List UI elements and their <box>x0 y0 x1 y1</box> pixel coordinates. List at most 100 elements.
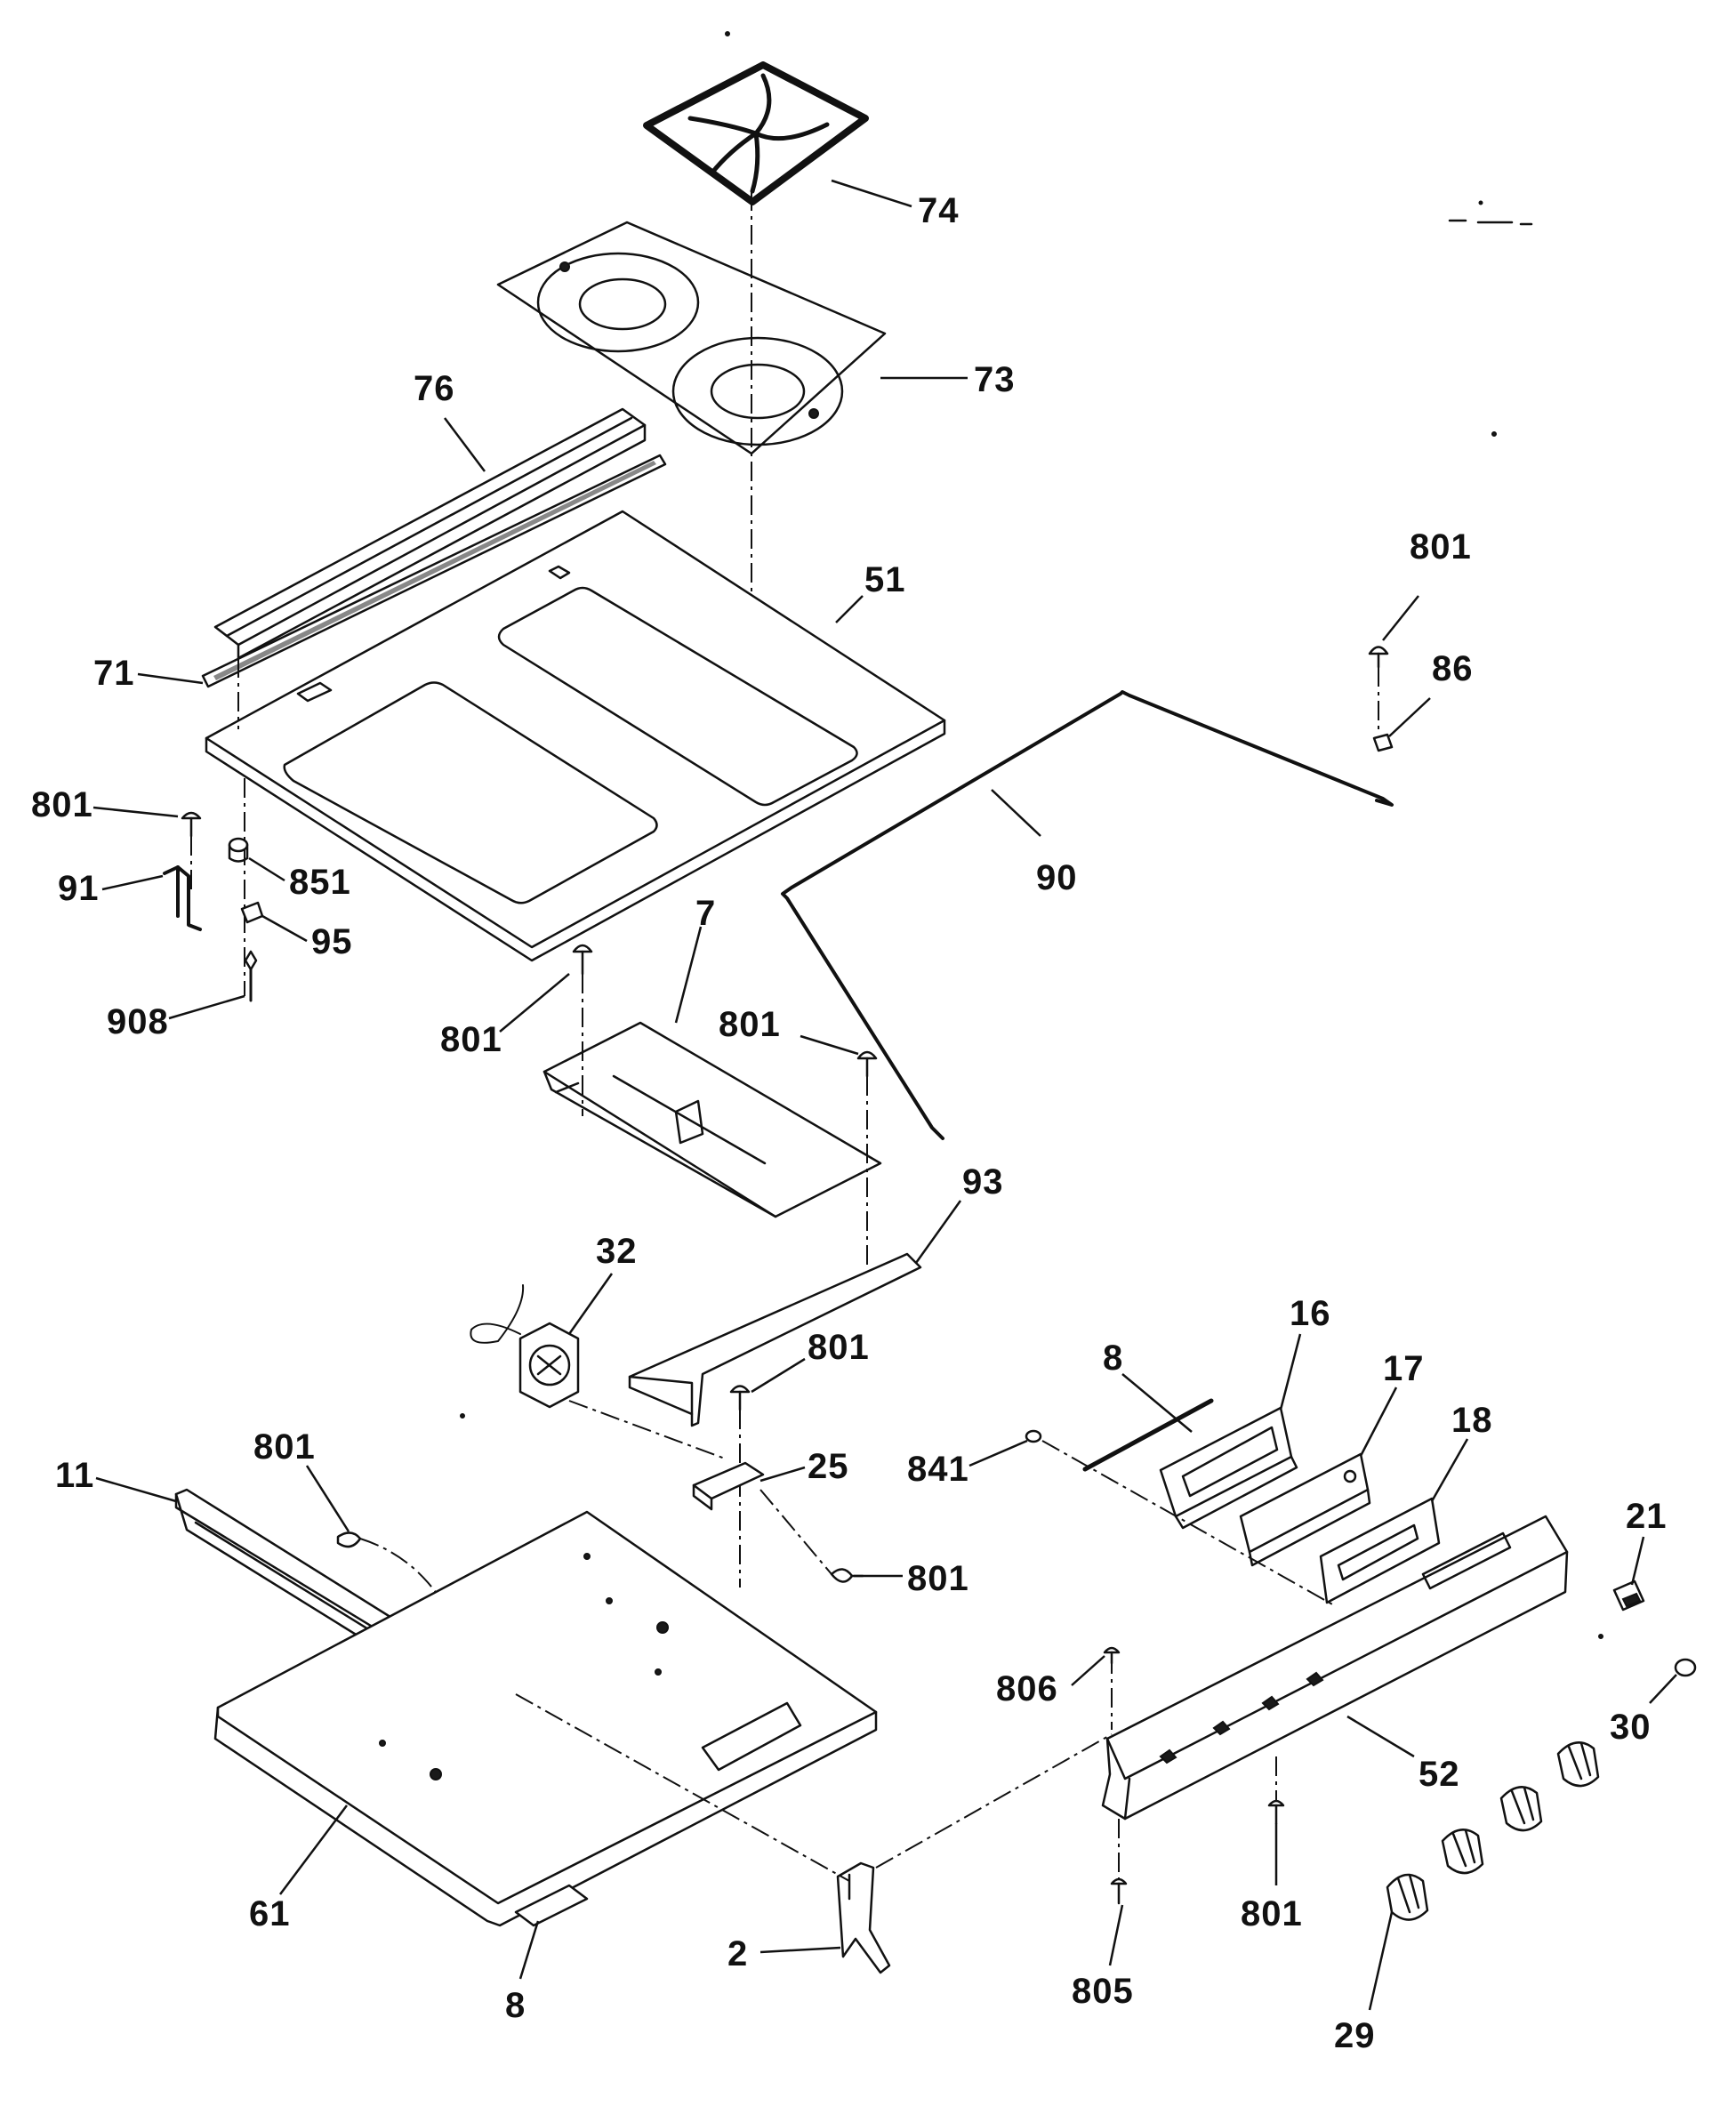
leader-21 <box>1630 1536 1645 1586</box>
leader-841 <box>968 1439 1028 1467</box>
label-86: 86 <box>1432 649 1474 688</box>
burner-box-part <box>496 221 887 455</box>
label-95: 95 <box>311 922 353 961</box>
module-17-part <box>1239 1452 1371 1567</box>
label-32: 32 <box>596 1232 638 1271</box>
label-806: 806 <box>996 1669 1058 1708</box>
bracket-25-to-screw-centerline <box>760 1489 832 1575</box>
screw-top-right-part <box>1368 646 1389 669</box>
bracket-91-part <box>163 865 202 931</box>
switch-21-part <box>1612 1580 1645 1612</box>
leader-908 <box>168 994 245 1020</box>
label-74: 74 <box>918 191 960 230</box>
panel-7-part <box>542 1021 882 1218</box>
leader-95 <box>261 914 308 943</box>
fan-32-part <box>470 1284 580 1409</box>
end-cap-2-part <box>836 1861 891 1974</box>
leader-801-p7r <box>800 1034 859 1056</box>
label-2: 2 <box>727 1934 748 1973</box>
leader-61 <box>279 1805 348 1895</box>
leader-8-top <box>1121 1373 1193 1433</box>
leader-71 <box>137 672 204 685</box>
end-cap-panel-centerline <box>875 1733 1113 1869</box>
label-801-fan: 801 <box>808 1328 870 1367</box>
label-76: 76 <box>414 369 455 408</box>
gasket-part <box>201 454 667 688</box>
overlay-18-part <box>1319 1497 1441 1604</box>
leader-30 <box>1649 1674 1677 1704</box>
leader-51 <box>835 595 864 623</box>
label-16: 16 <box>1290 1294 1331 1333</box>
screw-panel-bottom-part <box>1267 1799 1285 1825</box>
label-801-tl: 801 <box>31 785 93 824</box>
label-29: 29 <box>1334 2016 1376 2055</box>
retainer-nut-part <box>228 837 249 863</box>
module-16-part <box>1159 1406 1298 1530</box>
label-908: 908 <box>107 1002 169 1041</box>
label-801-tr: 801 <box>1410 527 1472 567</box>
clip-86-part <box>1372 733 1394 752</box>
screw-fan-part <box>729 1385 751 1411</box>
label-801-p7l: 801 <box>440 1020 502 1059</box>
leader-90 <box>991 789 1041 837</box>
leader-11 <box>95 1476 177 1503</box>
screw-805-part <box>1110 1877 1128 1905</box>
label-11: 11 <box>55 1456 94 1495</box>
leader-52 <box>1346 1715 1415 1758</box>
leader-801-rail <box>305 1465 350 1532</box>
cooktop-part <box>205 510 946 962</box>
leader-76 <box>444 417 486 472</box>
leader-18 <box>1430 1438 1469 1502</box>
leader-16 <box>1279 1333 1302 1411</box>
label-21: 21 <box>1626 1497 1668 1536</box>
screw-top-left-part <box>181 811 202 838</box>
leader-806 <box>1071 1655 1105 1686</box>
leader-2 <box>760 1946 841 1954</box>
end-cap-centerline <box>515 1693 850 1882</box>
manifold-panel-52-part <box>1101 1515 1569 1821</box>
leader-801-fan <box>751 1357 806 1394</box>
label-25: 25 <box>808 1447 849 1486</box>
base-61-part <box>213 1510 878 1927</box>
leader-91 <box>101 874 164 891</box>
leader-7 <box>674 926 703 1024</box>
knob-30-part <box>1674 1658 1697 1677</box>
label-90: 90 <box>1036 858 1078 897</box>
knobs-29-part <box>1386 1741 1600 1921</box>
leader-93 <box>914 1200 962 1264</box>
leader-8-bottom <box>518 1920 540 1980</box>
screw-left-rail-part <box>336 1531 362 1548</box>
label-7: 7 <box>695 894 716 933</box>
label-851: 851 <box>289 863 351 902</box>
label-73: 73 <box>974 360 1016 399</box>
screw-841-part <box>1025 1429 1042 1443</box>
label-52: 52 <box>1419 1755 1460 1794</box>
leader-74 <box>831 179 912 208</box>
leader-801-tl <box>92 806 179 818</box>
label-801-rail: 801 <box>253 1427 316 1467</box>
leader-32 <box>567 1273 614 1335</box>
label-841: 841 <box>907 1450 969 1489</box>
label-91: 91 <box>58 869 100 908</box>
leader-851 <box>248 856 285 882</box>
leader-25 <box>760 1466 806 1483</box>
screw-806-part <box>1103 1646 1121 1665</box>
fan-centerline <box>568 1400 726 1459</box>
label-801-p7r: 801 <box>719 1005 781 1044</box>
strip-8-bottom-part <box>514 1884 589 1927</box>
screw-panel-7-right-part <box>856 1050 878 1078</box>
rail-11-centerline <box>359 1538 472 1673</box>
leader-801-tr <box>1382 595 1419 641</box>
label-51: 51 <box>864 560 906 599</box>
bracket-25-part <box>692 1461 765 1511</box>
label-8-bottom: 8 <box>505 1986 526 2025</box>
rod-8-top-part <box>1082 1398 1214 1472</box>
leader-805 <box>1108 1904 1124 1966</box>
label-30: 30 <box>1610 1708 1652 1747</box>
label-93: 93 <box>962 1162 1004 1202</box>
label-801-base: 801 <box>907 1559 969 1598</box>
leader-17 <box>1359 1387 1398 1457</box>
label-71: 71 <box>93 654 135 693</box>
screw-panel-7-left-part <box>572 944 593 976</box>
